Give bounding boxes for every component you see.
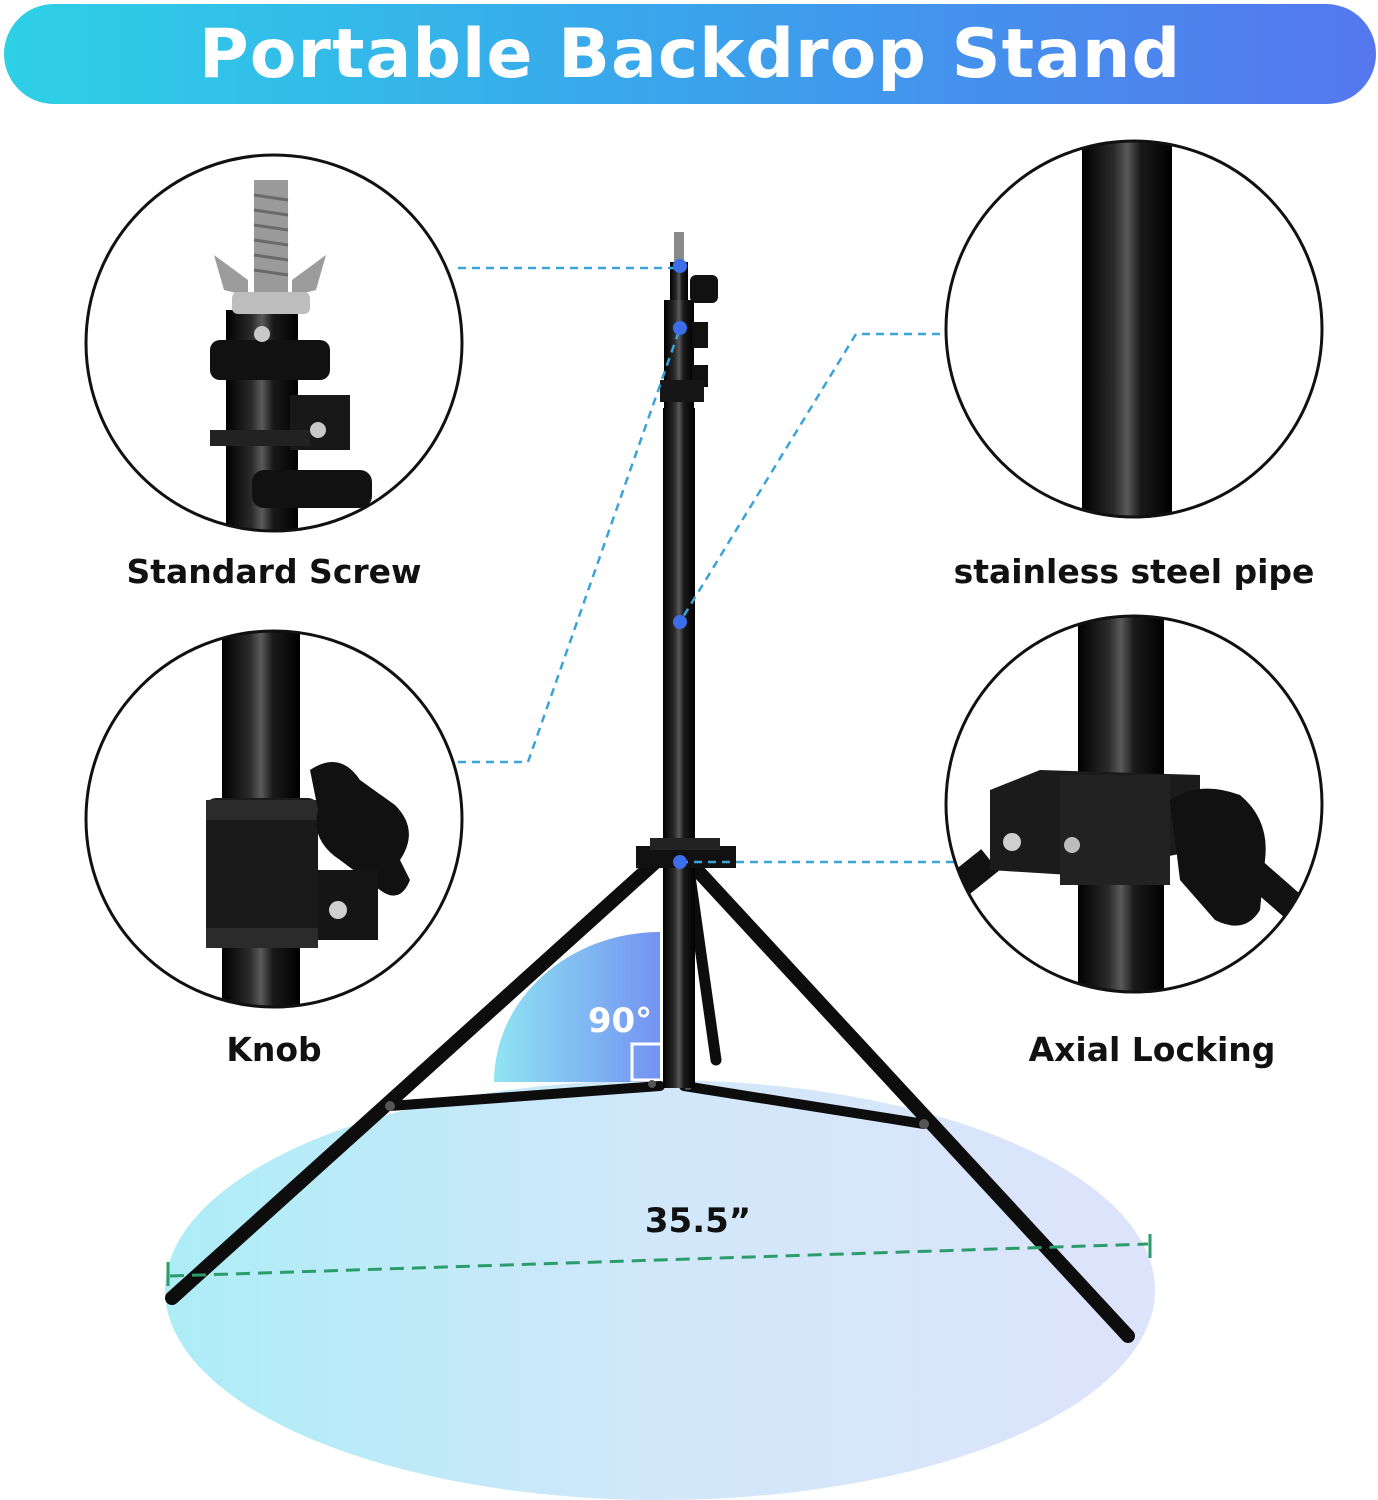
floor-ellipse [165,1080,1155,1500]
callout-knob-image [84,629,464,1009]
marker-dots [673,259,687,869]
span-label: 35.5” [645,1201,751,1241]
right-angle-marker [630,1042,664,1082]
callout-standard-screw-image [84,153,464,533]
callout-label-standard-screw: Standard Screw [126,552,422,591]
callout-label-axial-locking: Axial Locking [1028,1030,1276,1069]
callout-axial-locking-image [944,614,1324,994]
span-dimension-line [169,1242,1149,1278]
callout-label-knob: Knob [226,1030,322,1069]
title-banner: Portable Backdrop Stand [4,4,1376,104]
page-title: Portable Backdrop Stand [198,14,1182,94]
center-pole [636,232,736,1088]
leader-lines [458,266,960,864]
callout-stainless-steel-pipe-image [944,139,1324,519]
tripod [165,851,1135,1343]
angle-label: 90° [588,1001,652,1041]
angle-wedge [494,932,660,1082]
callout-label-stainless-steel-pipe: stainless steel pipe [953,552,1315,591]
